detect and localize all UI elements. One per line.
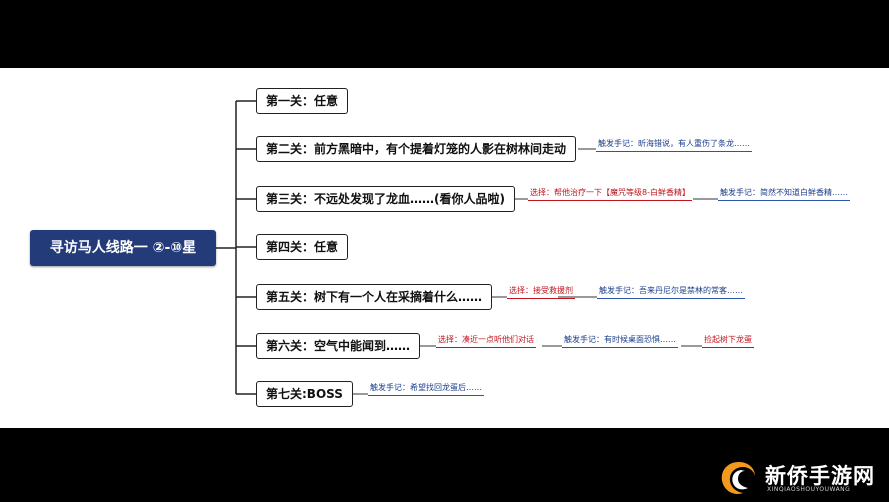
stage5-trigger-note: 触发手记：吾来丹尼尔是禁林的常客…… (597, 286, 745, 299)
stage2-trigger-note: 触发手记：昕海错说，有人重伤了条龙…… (596, 139, 752, 152)
stage-node-3: 第三关：不远处发现了龙血……(看你人品啦) (256, 186, 515, 212)
stage6-trigger-note: 触发手记：有时候桌面恐惧…… (562, 335, 678, 348)
stage6-choice-note: 选择：凑近一点听他们对话 (436, 335, 536, 348)
stage-node-1: 第一关：任意 (256, 88, 349, 114)
watermark-subtitle: XINQIAOSHOUYOUWANG (767, 486, 851, 493)
stage3-trigger-note: 触发手记：简然不知道白鲜香精…… (718, 188, 850, 201)
watermark-emblem-icon (721, 462, 755, 494)
watermark-name: 新侨手游网 (765, 463, 875, 488)
watermark-logo: 新侨手游网 XINQIAOSHOUYOUWANG (717, 458, 887, 498)
stage6-action-note: 捡起树下龙蛋 (702, 335, 754, 348)
stage-node-5: 第五关：树下有一个人在采摘着什么…… (256, 284, 493, 310)
stage5-choice-note: 选择：接受救援剂 (507, 286, 575, 299)
stage-node-6: 第六关：空气中能闻到…… (256, 333, 421, 359)
stage-node-2: 第二关：前方黑暗中，有个提着灯笼的人影在树林间走动 (256, 136, 577, 162)
stage-node-4: 第四关：任意 (256, 234, 349, 260)
stage3-choice-note: 选择：帮他治疗一下【魔咒等级8-白鲜香精】 (528, 188, 692, 201)
stage-node-7: 第七关:BOSS (256, 381, 353, 407)
root-node: 寻访马人线路一 ②-⑩星 (30, 230, 216, 266)
stage7-trigger-note: 触发手记：希望找回龙蛋后…… (368, 383, 484, 396)
